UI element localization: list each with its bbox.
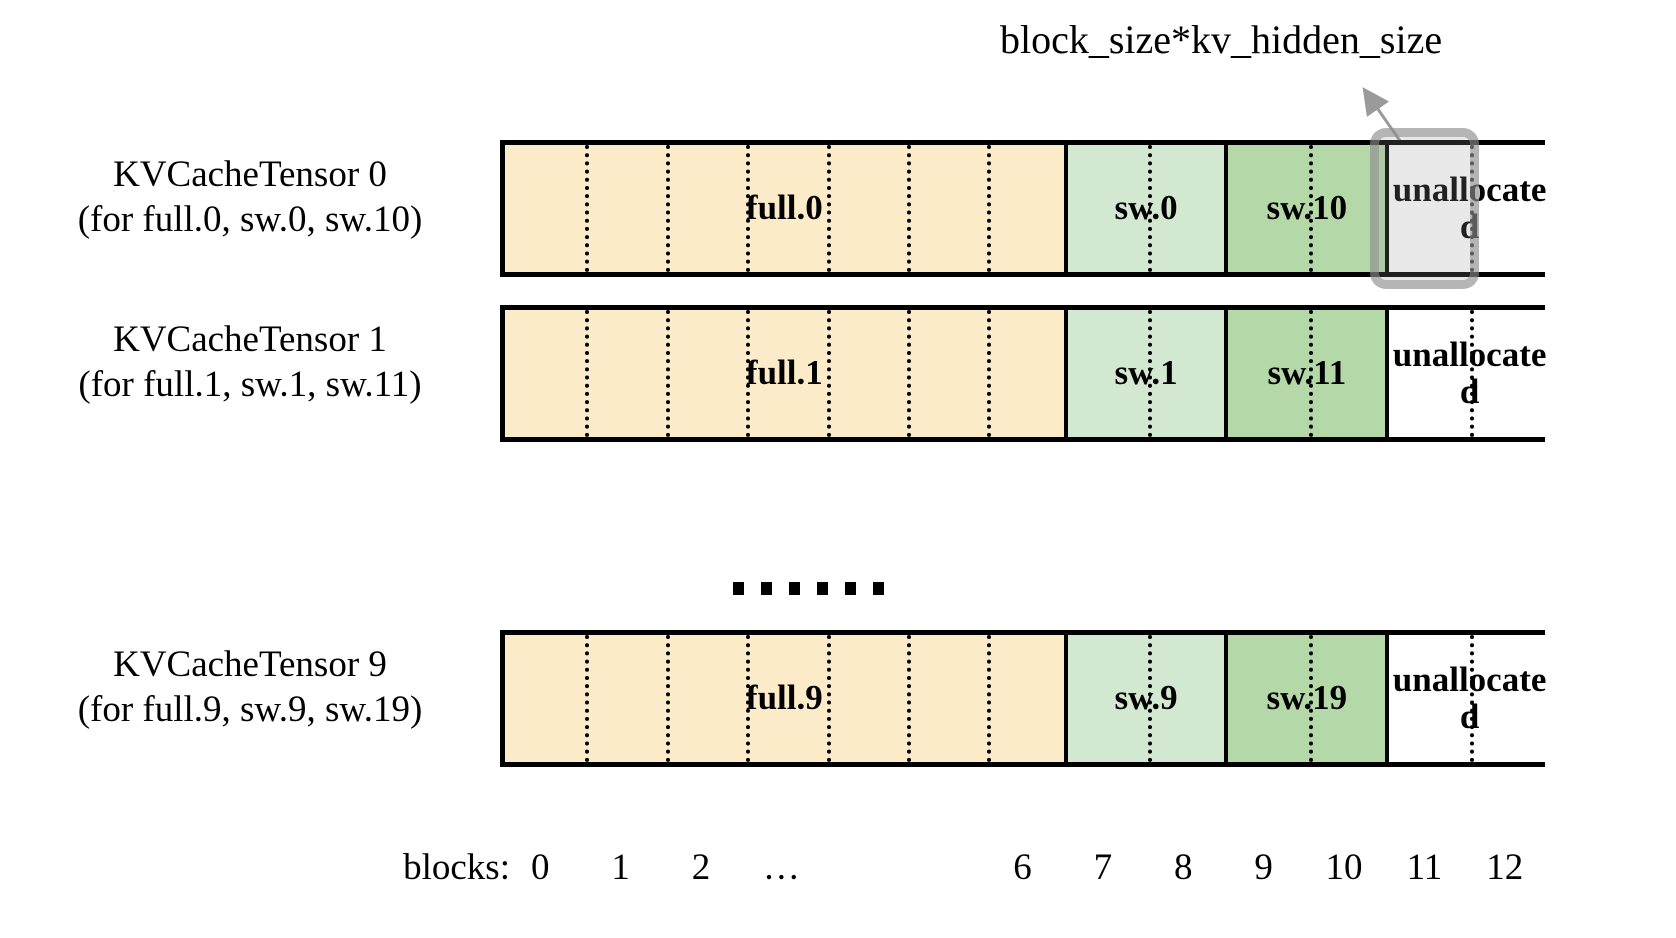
tensor-segment-full[interactable]: full.1 — [505, 310, 1068, 437]
kvcache-tensor-bar[interactable]: full.9 sw.9 sw.19 unallocated — [500, 630, 1550, 767]
row-label: KVCacheTensor 1(for full.1, sw.1, sw.11) — [15, 317, 485, 407]
block-divider — [987, 310, 992, 437]
row-label-title: KVCacheTensor 9 — [113, 644, 387, 685]
rows-omitted-ellipsis — [733, 582, 884, 595]
tensor-segment-sw_low[interactable]: sw.0 — [1067, 145, 1229, 272]
block-divider — [665, 635, 670, 762]
tensor-segment-sw_low[interactable]: sw.9 — [1067, 635, 1229, 762]
tensor-segment-unallocated[interactable]: unallocated — [1389, 635, 1550, 762]
annotation-label: block_size*kv_hidden_size — [1000, 17, 1443, 62]
segment-label: sw.10 — [1266, 188, 1348, 228]
tensor-segment-sw_low[interactable]: sw.1 — [1067, 310, 1229, 437]
axis-tick-label: 1 — [611, 847, 630, 888]
block-divider — [987, 635, 992, 762]
tensor-segment-sw_high[interactable]: sw.10 — [1228, 145, 1390, 272]
block-divider — [906, 310, 911, 437]
block-divider — [826, 310, 831, 437]
block-divider — [1308, 310, 1313, 437]
segment-label: full.9 — [745, 678, 823, 718]
row-label-title: KVCacheTensor 1 — [113, 319, 387, 360]
row-label-subtitle: (for full.1, sw.1, sw.11) — [78, 364, 422, 406]
axis-tick-label: 0 — [530, 847, 550, 888]
tensor-segment-full[interactable]: full.9 — [505, 635, 1068, 762]
segment-label: unallocated — [1392, 169, 1547, 246]
segment-label: full.0 — [745, 188, 823, 228]
segment-label: sw.9 — [1114, 678, 1178, 718]
axis-tick-label: 9 — [1254, 847, 1273, 888]
ellipsis-dot — [817, 582, 828, 595]
block-divider — [1148, 635, 1153, 762]
block-divider — [746, 310, 751, 437]
block-divider — [1469, 310, 1474, 437]
segment-label: unallocated — [1392, 659, 1547, 736]
tensor-segment-unallocated[interactable]: unallocated — [1389, 145, 1550, 272]
block-divider — [1308, 145, 1313, 272]
kvcache-tensor-bar[interactable]: full.1 sw.1 sw.11 unallocated — [500, 305, 1550, 442]
segment-label: sw.11 — [1267, 353, 1347, 393]
ellipsis-dot — [733, 582, 744, 595]
axis-tick-label: 12 — [1486, 847, 1524, 888]
row-label: KVCacheTensor 9(for full.9, sw.9, sw.19) — [15, 642, 485, 732]
block-divider — [826, 635, 831, 762]
row-label-title: KVCacheTensor 0 — [113, 154, 387, 195]
segment-label: sw.19 — [1266, 678, 1348, 718]
ellipsis-dot — [845, 582, 856, 595]
block-divider — [1469, 635, 1474, 762]
ellipsis-dot — [873, 582, 884, 595]
tensor-segment-full[interactable]: full.0 — [505, 145, 1068, 272]
block-divider — [665, 310, 670, 437]
block-divider — [906, 145, 911, 272]
block-divider — [906, 635, 911, 762]
block-divider — [746, 145, 751, 272]
ellipsis-dot — [789, 582, 800, 595]
segment-label: sw.1 — [1114, 353, 1178, 393]
block-divider — [1148, 145, 1153, 272]
axis-caption: blocks: — [403, 847, 510, 888]
block-divider — [987, 145, 992, 272]
annotation-arrow — [1362, 87, 1407, 149]
block-divider — [585, 310, 590, 437]
row-label-subtitle: (for full.9, sw.9, sw.19) — [77, 689, 423, 731]
block-divider — [665, 145, 670, 272]
row-label-subtitle: (for full.0, sw.0, sw.10) — [77, 199, 423, 241]
axis-tick-label: 2 — [691, 847, 711, 888]
segment-label: sw.0 — [1114, 188, 1178, 228]
segment-label: unallocated — [1392, 334, 1547, 411]
row-label: KVCacheTensor 0(for full.0, sw.0, sw.10) — [15, 152, 485, 242]
tensor-segment-unallocated[interactable]: unallocated — [1389, 310, 1550, 437]
axis-tick-label: 8 — [1174, 847, 1193, 888]
block-divider — [746, 635, 751, 762]
block-divider — [585, 145, 590, 272]
kvcache-tensor-bar[interactable]: full.0 sw.0 sw.10 unallocated — [500, 140, 1550, 277]
block-divider — [1148, 310, 1153, 437]
ellipsis-dot — [761, 582, 772, 595]
axis-tick-label: 7 — [1093, 847, 1113, 888]
block-divider — [585, 635, 590, 762]
tensor-segment-sw_high[interactable]: sw.19 — [1228, 635, 1390, 762]
axis-tick-label: 10 — [1325, 847, 1363, 888]
block-divider — [1308, 635, 1313, 762]
axis-tick-label: 11 — [1406, 847, 1443, 888]
tensor-segment-sw_high[interactable]: sw.11 — [1228, 310, 1390, 437]
block-divider — [826, 145, 831, 272]
axis-tick-label: 6 — [1013, 847, 1032, 888]
axis-tick-label: … — [762, 847, 800, 888]
segment-label: full.1 — [745, 353, 823, 393]
